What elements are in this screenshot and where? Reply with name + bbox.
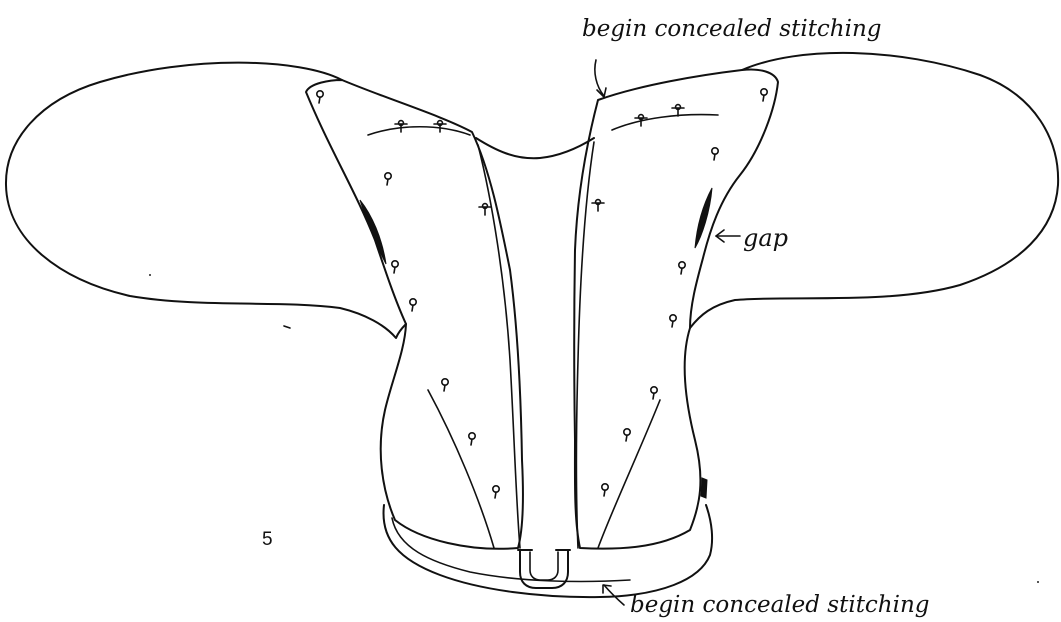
bottom-label: begin concealed stitching [630, 592, 930, 618]
pin-icon [434, 121, 446, 132]
right-seam-arc [612, 115, 718, 130]
speck-dot [149, 274, 151, 276]
top-label: begin concealed stitching [582, 16, 882, 42]
pin-icon [395, 121, 407, 132]
right-panel-outline [574, 70, 778, 549]
pin-icon [317, 91, 323, 103]
gap-label: gap [743, 224, 788, 252]
left-seam-arc [368, 127, 470, 135]
pin-icon [670, 315, 676, 327]
right-thigh-line [598, 400, 660, 548]
pin-icon [679, 262, 685, 274]
pin-icon [712, 148, 718, 160]
pin-icon [624, 429, 630, 441]
pin-icon [479, 204, 491, 215]
right-gap-mark [695, 188, 712, 248]
pin-icon [592, 200, 604, 211]
pin-icon [410, 299, 416, 311]
pin-icon [761, 89, 767, 101]
pin-icon [385, 173, 391, 185]
pin-icon [392, 261, 398, 273]
right-flap-outline [690, 53, 1058, 328]
pins-group [317, 89, 767, 498]
speck-dash [284, 326, 290, 328]
top-annotation-arrow [595, 60, 604, 96]
pin-icon [469, 433, 475, 445]
left-flap-outline [6, 63, 406, 338]
cantle-slot-outer [520, 550, 568, 588]
pin-icon [493, 486, 499, 498]
cantle-outer [383, 505, 712, 597]
pin-icon [442, 379, 448, 391]
pin-icon [602, 484, 608, 496]
page-number: 5 [262, 529, 273, 550]
gullet-arch [476, 138, 594, 158]
pin-icon [651, 387, 657, 399]
right-rear-mark [701, 478, 707, 498]
left-thigh-line [428, 390, 494, 548]
cantle-slot-inner [530, 552, 558, 580]
left-panel-outline [306, 80, 523, 549]
left-gap-mark [360, 200, 386, 264]
pin-icon [672, 105, 684, 116]
speck-dot [1037, 581, 1039, 583]
cantle-inner [392, 518, 630, 581]
